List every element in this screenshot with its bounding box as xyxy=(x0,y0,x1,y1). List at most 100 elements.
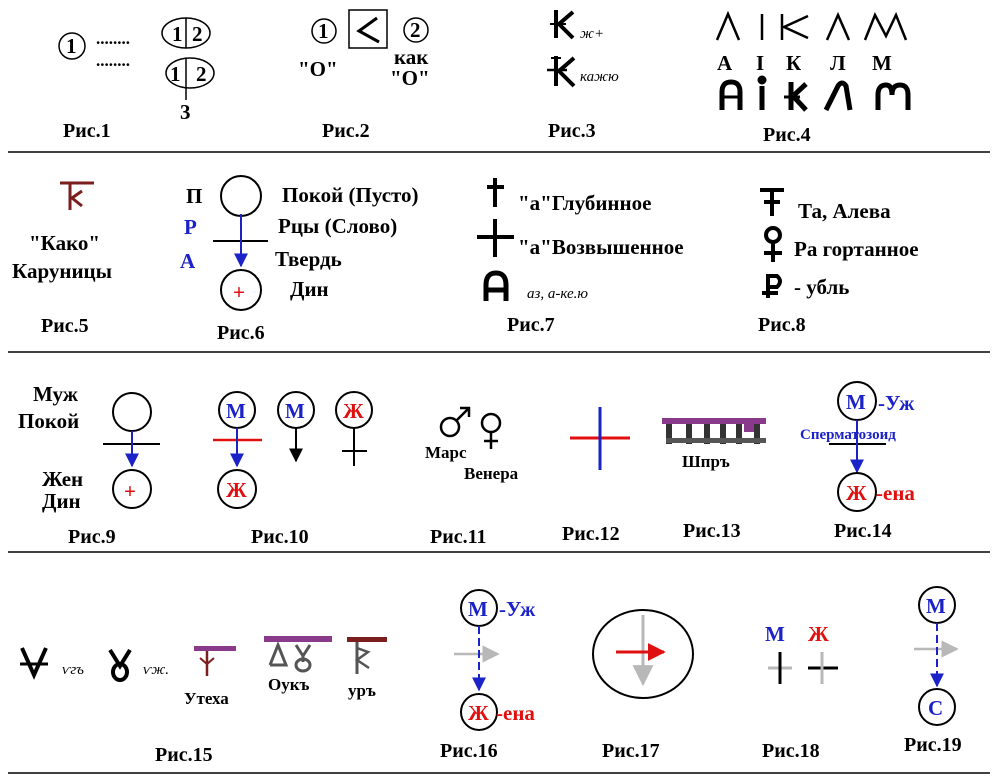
fig4-letter-l: Л xyxy=(830,51,846,75)
fig14-uzh: -Уж xyxy=(878,391,915,415)
fig4-letter-m: М xyxy=(872,51,892,75)
fig1-caption: Рис.1 xyxy=(63,120,111,142)
fig4-letter-k: К xyxy=(786,51,802,75)
fig17: Рис.17 xyxy=(592,609,694,762)
fig16-zh: Ж xyxy=(468,701,489,725)
fig8-caption: Рис.8 xyxy=(758,314,806,336)
fig1: 1 ........ ........ 1 2 1 2 3 Рис.1 xyxy=(58,17,215,142)
fig15-glyph2 xyxy=(108,648,132,682)
fig9-zhen: Жен xyxy=(42,467,83,491)
fig14: М -Уж Сперматозоид Ж -ена Рис.14 xyxy=(800,381,915,542)
fig2-o-right: "О" xyxy=(390,66,430,90)
fig17-caption: Рис.17 xyxy=(602,740,660,762)
fig16-ena: -ена xyxy=(496,701,535,725)
fig4-caption: Рис.4 xyxy=(763,124,811,146)
fig9: Муж Покой + Жен Дин Рис.9 xyxy=(18,382,160,548)
fig14-ena: -ена xyxy=(876,481,915,505)
fig8-glyph-ra xyxy=(764,226,782,262)
fig15-small2: ѵж. xyxy=(143,662,169,678)
fig10-m1: М xyxy=(226,399,246,423)
fig2-two: 2 xyxy=(410,18,421,42)
fig14-m: М xyxy=(846,390,866,414)
fig15-utekha-glyph xyxy=(194,646,236,676)
fig6-letter-r: Р xyxy=(184,215,197,239)
fig8-ra: Ра гортанное xyxy=(794,237,919,261)
fig15-glyph1 xyxy=(20,647,48,680)
fig4-letter-i: І xyxy=(756,51,764,75)
fig3-glyph-bottom xyxy=(547,56,576,88)
fig13-shir: Шпръ xyxy=(682,452,730,471)
fig7-small: аз, а-ке.ю xyxy=(527,286,588,302)
fig11-mars: Марс xyxy=(425,443,467,462)
fig11-caption: Рис.11 xyxy=(430,526,487,548)
fig9-plus: + xyxy=(124,479,136,503)
fig1-dots-bottom: ........ xyxy=(96,51,130,70)
fig1-three: 3 xyxy=(180,100,191,124)
fig8-ubl: - убль xyxy=(794,275,849,299)
fig12: Рис.12 xyxy=(562,407,630,545)
fig8-glyph-ta xyxy=(760,188,784,216)
fig3-glyph-top xyxy=(550,10,575,40)
fig4: А І К Л М Рис.4 xyxy=(715,10,911,146)
fig15-oukъ: Оукъ xyxy=(268,675,310,694)
fig6-plus: + xyxy=(233,280,245,304)
fig1-dots-top: ........ xyxy=(96,29,130,48)
fig2-o-left: "О" xyxy=(298,57,338,81)
fig1-bottom-two: 2 xyxy=(196,62,207,86)
fig2: 1 2 "О" как "О" Рис.2 xyxy=(298,9,430,142)
venus-symbol-icon xyxy=(480,412,502,449)
fig10-caption: Рис.10 xyxy=(251,526,309,548)
fig16: М -Уж Ж -ена Рис.16 xyxy=(440,589,536,762)
fig15-small1: ѵгъ xyxy=(62,662,84,678)
fig2-caption: Рис.2 xyxy=(322,120,370,142)
fig13-glyph xyxy=(662,418,766,444)
fig1-one-left: 1 xyxy=(66,34,77,58)
fig12-caption: Рис.12 xyxy=(562,523,620,545)
fig9-pokoi: Покой xyxy=(18,409,79,433)
fig11-venera: Венера xyxy=(464,464,519,483)
fig7-high: "а"Возвышенное xyxy=(518,235,684,259)
fig3-caption-bottom: кажю xyxy=(580,69,619,85)
fig13: Шпръ Рис.13 xyxy=(662,418,766,542)
fig1-top-two: 2 xyxy=(192,22,203,46)
fig7: "а"Глубинное "а"Возвышенное аз, а-ке.ю Р… xyxy=(477,178,684,336)
fig15-ouk-glyph xyxy=(264,636,332,673)
fig15-ur-glyph xyxy=(347,637,387,674)
fig6-pokoi: Покой (Пусто) xyxy=(282,183,419,207)
fig10-zh1: Ж xyxy=(226,478,247,502)
fig5-glyph xyxy=(60,181,94,210)
fig3: ж+ кажю Рис.3 xyxy=(547,10,619,142)
fig9-muzh: Муж xyxy=(33,382,79,406)
fig6: П Р А + Покой (Пусто) Рцы (Слово) Твердь… xyxy=(180,175,419,344)
fig1-top-one: 1 xyxy=(172,22,183,46)
fig6-rtsy: Рцы (Слово) xyxy=(278,214,397,238)
fig6-letter-a: А xyxy=(180,249,196,273)
fig7-deep: "а"Глубинное xyxy=(518,191,651,215)
fig18-caption: Рис.18 xyxy=(762,740,820,762)
fig13-caption: Рис.13 xyxy=(683,520,741,542)
fig3-caption: Рис.3 xyxy=(548,120,596,142)
fig14-zh: Ж xyxy=(846,481,867,505)
fig2-one: 1 xyxy=(318,19,329,43)
fig6-tverd: Твердь xyxy=(275,247,342,271)
fig1-bottom-one: 1 xyxy=(170,62,181,86)
fig4-runes xyxy=(715,10,908,41)
fig8-ta: Та, Алева xyxy=(798,199,891,223)
fig18: М Ж Рис.18 xyxy=(762,622,838,762)
fig16-caption: Рис.16 xyxy=(440,740,498,762)
fig2-kak: как xyxy=(394,45,429,69)
fig6-letter-p: П xyxy=(186,184,202,208)
fig3-caption-top: ж+ xyxy=(580,26,604,42)
fig18-m: М xyxy=(765,622,785,646)
fig8: Та, Алева Ра гортанное - убль Рис.8 xyxy=(758,188,919,336)
fig10: М Ж М Ж Рис.10 xyxy=(213,391,373,548)
fig19: М С Рис.19 xyxy=(904,586,962,756)
fig5-kako: "Како" xyxy=(29,231,100,255)
fig6-din: Дин xyxy=(290,277,329,301)
fig15-urъ: уръ xyxy=(348,681,376,700)
fig11: Марс Венера Рис.11 xyxy=(425,406,519,548)
mars-symbol-icon xyxy=(439,406,471,438)
fig4-letter-a: А xyxy=(717,51,733,75)
